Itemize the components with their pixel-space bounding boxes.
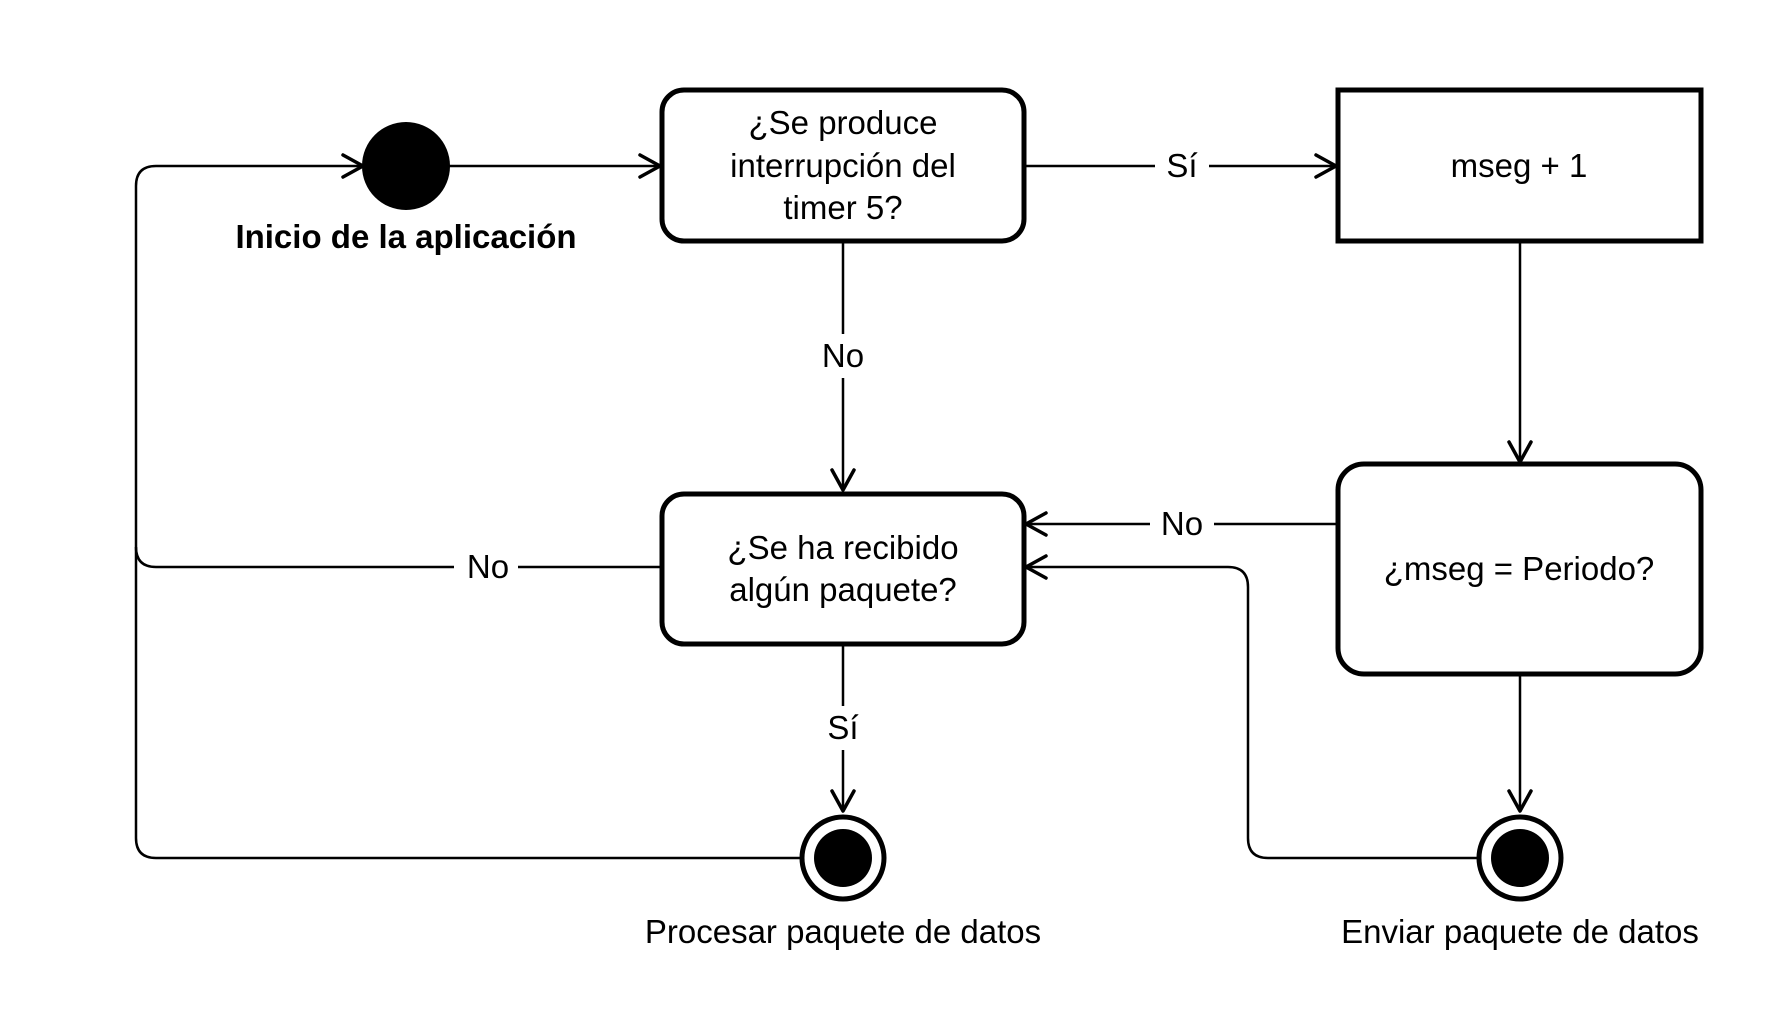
- send-end-label: Enviar paquete de datos: [1341, 913, 1699, 950]
- node-timer-question: ¿Se produce interrupción del timer 5?: [659, 87, 1027, 244]
- final-state-process: Procesar paquete de datos: [645, 814, 1041, 950]
- edge-packet-yes: Sí: [815, 644, 871, 813]
- increment-label: mseg + 1: [1451, 147, 1588, 184]
- arrowhead-icon: [830, 789, 856, 813]
- packet-question-line-2: algún paquete?: [729, 571, 957, 608]
- timer-question-line-3: timer 5?: [783, 189, 902, 226]
- arrowhead-icon: [830, 468, 856, 492]
- edge-period-no: No: [1024, 502, 1337, 546]
- edge-packet-no: No: [134, 164, 660, 589]
- process-end-label: Procesar paquete de datos: [645, 913, 1041, 950]
- node-period-question: ¿mseg = Periodo?: [1335, 461, 1704, 677]
- initial-state: Inicio de la aplicación: [235, 122, 577, 255]
- edge-label-timer-yes: Sí: [1166, 147, 1197, 184]
- arrowhead-icon: [1507, 789, 1533, 813]
- edge-timer-yes: Sí: [1025, 143, 1338, 187]
- edge-timer-no: No: [815, 242, 871, 492]
- edge-label-period-no: No: [1161, 505, 1203, 542]
- start-label: Inicio de la aplicación: [235, 218, 576, 255]
- edge-start-to-timer: [445, 153, 662, 179]
- timer-question-line-2: interrupción del: [730, 147, 956, 184]
- final-state-send: Enviar paquete de datos: [1341, 814, 1699, 950]
- edge-label-timer-no: No: [822, 337, 864, 374]
- period-question-label: ¿mseg = Periodo?: [1384, 550, 1655, 587]
- node-increment: mseg + 1: [1335, 87, 1704, 244]
- edge-label-packet-yes: Sí: [827, 709, 858, 746]
- edge-process-loop: [134, 547, 800, 860]
- edge-inc-to-period: [1507, 241, 1533, 464]
- packet-question-line-1: ¿Se ha recibido: [727, 529, 958, 566]
- node-packet-question: ¿Se ha recibido algún paquete?: [659, 491, 1027, 647]
- timer-question-line-1: ¿Se produce: [749, 104, 938, 141]
- edge-label-packet-no: No: [467, 548, 509, 585]
- edge-period-to-send: [1507, 674, 1533, 813]
- initial-node-icon: [362, 122, 450, 210]
